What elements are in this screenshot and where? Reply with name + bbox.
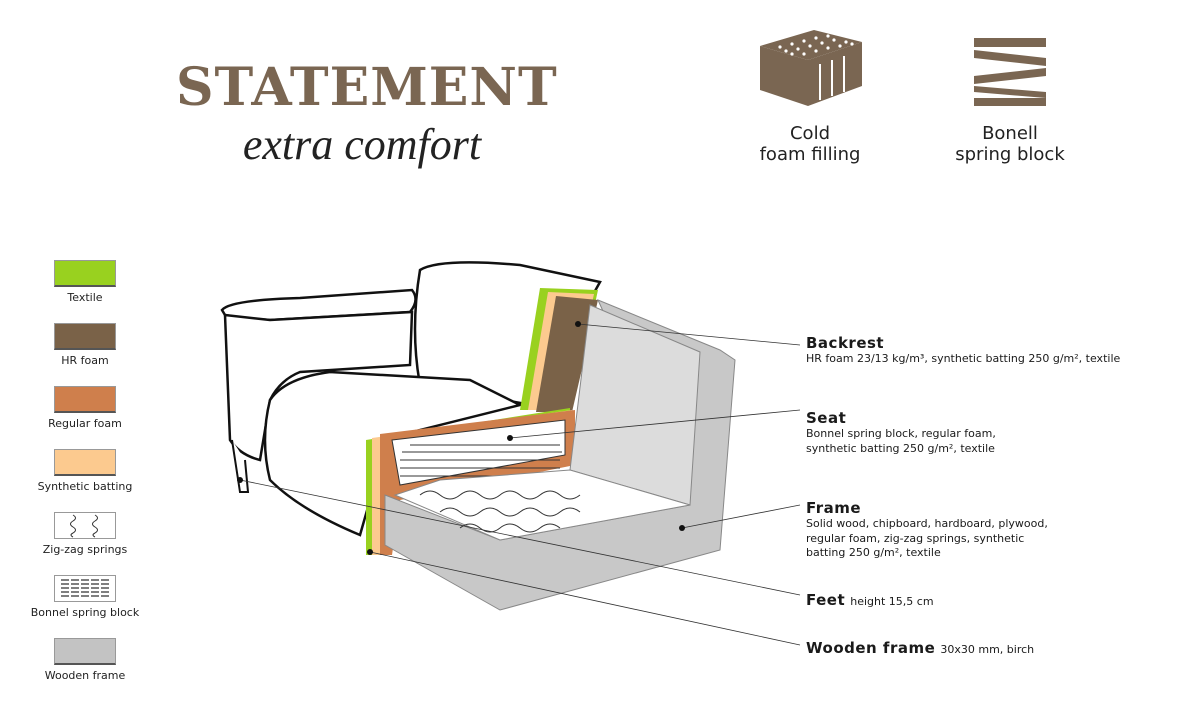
callout-desc: Solid wood, chipboard, hardboard, plywoo… (806, 517, 1048, 530)
legend-label: Bonnel spring block (30, 606, 140, 619)
callout-title: Feet (806, 591, 846, 609)
legend-item-synthetic-batting: Synthetic batting (20, 449, 150, 493)
bonnel-spring-swatch (54, 575, 116, 602)
legend-item-regular-foam: Regular foam (20, 386, 150, 430)
feature-label-line: foam filling (759, 144, 861, 165)
callout-title: Backrest (806, 334, 885, 352)
callout-frame: Frame Solid wood, chipboard, hardboard, … (806, 499, 1048, 561)
legend-item-bonnel-spring-block: Bonnel spring block (20, 575, 150, 619)
callout-desc: regular foam, zig-zag springs, synthetic (806, 531, 1025, 545)
callout-backrest: Backrest HR foam 23/13 kg/m³, synthetic … (806, 334, 1120, 367)
textile-swatch (54, 260, 116, 287)
legend-item-textile: Textile (20, 260, 150, 304)
page-subtitle: extra comfort (242, 120, 482, 169)
callout-feet: Feet height 15,5 cm (806, 590, 934, 609)
page-title: STATEMENT (176, 57, 558, 118)
regular-foam-swatch (54, 386, 116, 413)
legend-label: HR foam (61, 354, 109, 367)
callout-desc: synthetic batting 250 g/m², textile (806, 441, 995, 455)
bonell-spring-icon (974, 38, 1046, 106)
legend-item-wooden-frame: Wooden frame (20, 638, 150, 682)
feature-label-line: Cold (789, 123, 830, 144)
legend-label: Textile (67, 291, 103, 304)
bonnel-spring-icon (61, 579, 109, 597)
callout-seat: Seat Bonnel spring block, regular foam, … (806, 409, 996, 456)
legend-label: Regular foam (48, 417, 122, 430)
feature-cold-foam-label: Cold foam filling (740, 123, 880, 165)
callout-desc: 30x30 mm, birch (940, 643, 1035, 656)
legend-label: Zig-zag springs (42, 543, 128, 556)
callout-wooden-frame: Wooden frame 30x30 mm, birch (806, 638, 1034, 657)
callout-desc: batting 250 g/m², textile (806, 546, 941, 559)
legend-item-hr-foam: HR foam (20, 323, 150, 367)
wooden-frame-swatch (54, 638, 116, 665)
synthetic-batting-swatch (54, 449, 116, 476)
callout-desc: height 15,5 cm (850, 595, 934, 608)
cold-foam-icon (760, 30, 862, 106)
zigzag-spring-icon (70, 514, 98, 538)
feature-label-line: Bonell (982, 123, 1038, 144)
callout-desc: Bonnel spring block, regular foam, (806, 427, 996, 440)
legend-label: Wooden frame (44, 669, 126, 682)
callout-title: Frame (806, 499, 862, 517)
callout-desc: HR foam 23/13 kg/m³, synthetic batting 2… (806, 352, 1121, 365)
zigzag-springs-swatch (54, 512, 116, 539)
callout-title: Seat (806, 409, 847, 427)
feature-label-line: spring block (955, 144, 1065, 165)
callout-title: Wooden frame (806, 639, 936, 657)
legend-label: Synthetic batting (37, 480, 133, 493)
feature-bonell-spring-label: Bonell spring block (940, 123, 1080, 165)
hr-foam-swatch (54, 323, 116, 350)
legend-item-zigzag-springs: Zig-zag springs (20, 512, 150, 556)
